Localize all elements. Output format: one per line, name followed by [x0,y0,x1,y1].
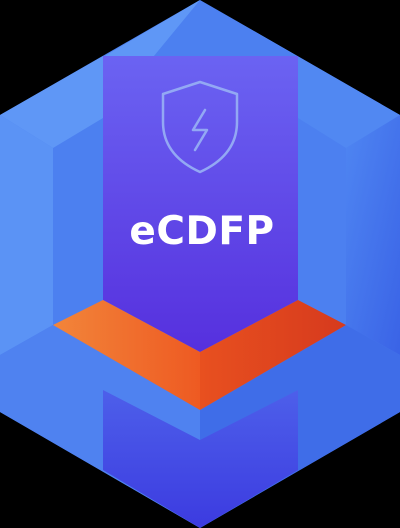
shield-lightning-icon [161,80,239,174]
hexagon-right-side [346,115,400,355]
hexagon-top-left-face [0,0,200,148]
ribbon-right [200,300,346,410]
hexagon-top-right-face [200,0,400,148]
hexagon-left-side [0,115,53,355]
ribbon-left [53,300,200,410]
hexagon-bottom-panel [103,390,298,528]
center-banner [103,56,298,352]
badge-title: eCDFP [129,209,275,254]
